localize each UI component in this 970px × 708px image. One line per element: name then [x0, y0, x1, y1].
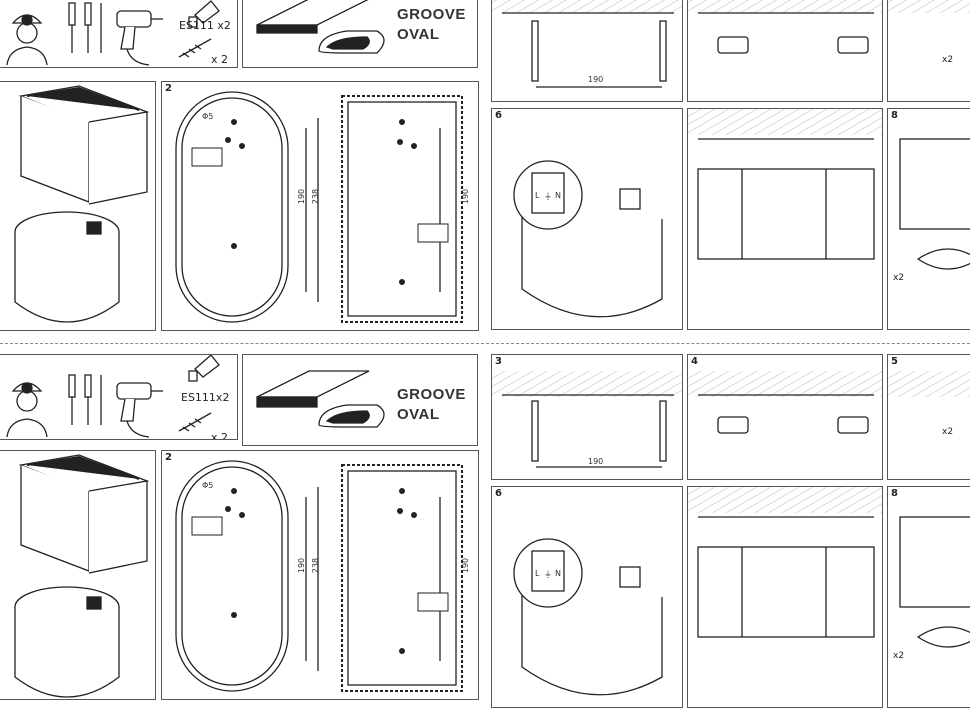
boxes-panel	[0, 450, 156, 700]
anchors-multiplier: x2	[942, 427, 954, 437]
height-dim-a: 190	[297, 188, 307, 205]
step-3-panel: 190	[491, 0, 683, 102]
bulb-icon	[188, 0, 220, 28]
step-7-panel: 7	[687, 108, 883, 330]
bulbs-multiplier: x2	[893, 273, 905, 283]
drilling-diagram	[698, 12, 874, 54]
step-6-panel: 6 L ⏚ N	[491, 486, 683, 708]
step-7-panel: 7	[687, 486, 883, 708]
ceiling-hatch	[688, 487, 882, 513]
mounting-plates-diagram	[175, 91, 463, 323]
bulb-label: ES111 x2	[179, 19, 231, 32]
drill-icon	[116, 382, 163, 438]
product-illustration	[256, 0, 385, 54]
bulbs-multiplier: x2	[893, 651, 905, 661]
terminal-l: L	[535, 569, 540, 578]
step-4-panel: 4	[687, 354, 883, 480]
rails-diagram	[502, 12, 674, 88]
ceiling-hatch	[688, 109, 882, 135]
ceiling-hatch	[888, 371, 970, 397]
bulb-label: ES111x2	[181, 391, 230, 404]
height-dim-c: 190	[461, 188, 471, 205]
fixture-bodies	[14, 454, 150, 698]
terminal-n: N	[555, 191, 561, 200]
screws-label: x 2	[211, 53, 229, 66]
step-2-panel: 2 Φ5 190 238 190	[161, 450, 479, 700]
screw-anchor-icon	[178, 38, 212, 58]
ceiling-hatch	[888, 0, 970, 13]
step-4-panel	[687, 0, 883, 102]
boxes-panel	[0, 81, 156, 331]
brand-title: GROOVE OVAL	[397, 6, 466, 43]
rails-diagram	[502, 394, 674, 468]
mounting-diagram	[697, 138, 875, 260]
tools-panel: ES111 x2 x 2	[0, 0, 238, 68]
bulb-install-diagram	[899, 516, 970, 648]
ceiling-hatch	[492, 0, 682, 13]
screws-label: x 2	[211, 431, 229, 440]
terminal-e: ⏚	[544, 192, 552, 201]
wiring-diagram	[513, 538, 663, 696]
hole-dim: Φ5	[202, 481, 214, 490]
step-8-panel: 8 x2	[887, 486, 970, 708]
step-8-panel: 8 x2	[887, 108, 970, 330]
worker-icon	[6, 14, 48, 66]
step-2-panel: 2 Φ5 190 238 190	[161, 81, 479, 331]
step-3-panel: 3 190	[491, 354, 683, 480]
drill-icon	[116, 10, 163, 66]
mounting-plates-diagram	[175, 460, 463, 692]
drilling-diagram	[698, 394, 874, 434]
step-5-panel: x2	[887, 0, 970, 102]
tools-panel: ES111x2 x 2	[0, 354, 238, 440]
brand-panel: GROOVE OVAL	[242, 0, 478, 68]
sheet-divider	[0, 343, 970, 344]
ceiling-hatch	[492, 371, 682, 397]
wiring-diagram	[513, 160, 663, 318]
brand-title: GROOVE OVAL	[397, 386, 466, 423]
width-dim: 190	[588, 457, 604, 466]
width-dim: 190	[588, 75, 604, 84]
brand-panel: GROOVE OVAL	[242, 354, 478, 446]
height-dim-c: 190	[461, 557, 471, 574]
fixture-bodies	[14, 85, 150, 323]
bulb-install-diagram	[899, 138, 970, 270]
ceiling-hatch	[688, 371, 882, 397]
terminal-e: ⏚	[544, 570, 552, 579]
screwdriver-icon	[68, 2, 102, 53]
instruction-sheet-top: ES111 x2 x 2 GROOVE OVAL	[0, 0, 970, 342]
height-dim-b: 238	[311, 557, 321, 574]
screw-anchor-icon	[178, 412, 212, 432]
tools-illustration	[6, 355, 220, 438]
step-5-panel: 5 x2	[887, 354, 970, 480]
height-dim-a: 190	[297, 557, 307, 574]
tools-illustration	[6, 0, 220, 66]
anchors-multiplier: x2	[942, 55, 954, 65]
terminal-n: N	[555, 569, 561, 578]
bulb-icon	[188, 355, 220, 382]
hole-dim: Φ5	[202, 112, 214, 121]
mounting-diagram	[697, 516, 875, 638]
screwdriver-icon	[68, 374, 102, 425]
terminal-l: L	[535, 191, 540, 200]
worker-icon	[6, 382, 48, 438]
instruction-sheet-bottom: ES111x2 x 2 GROOVE OVAL	[0, 354, 970, 708]
step-6-panel: 6 L ⏚ N	[491, 108, 683, 330]
ceiling-hatch	[688, 0, 882, 13]
product-illustration	[256, 370, 385, 428]
height-dim-b: 238	[311, 188, 321, 205]
